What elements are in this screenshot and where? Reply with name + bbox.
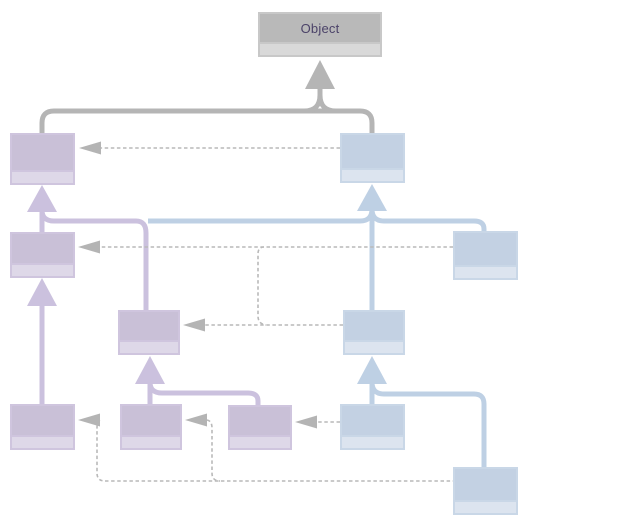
- gray-inheritance-arrowhead: [305, 60, 335, 89]
- blue-inheritance-arrowhead-middle: [357, 356, 387, 384]
- blue-inheritance-branch-left: [148, 208, 375, 224]
- node-name-compartment: Object: [260, 14, 380, 42]
- purple-inheritance-arrowhead-top: [27, 185, 57, 212]
- node-name-compartment: [122, 406, 180, 435]
- node-members-compartment: [345, 342, 403, 353]
- node-name-compartment: [120, 312, 178, 340]
- dependency-link-bottom-riser-b: [206, 419, 221, 482]
- dependency-arrowhead-row3: [183, 318, 205, 332]
- node-blue-row5[interactable]: [453, 467, 518, 515]
- node-members-compartment: [455, 502, 516, 513]
- node-blue-row2[interactable]: [453, 231, 518, 280]
- node-members-compartment: [455, 267, 516, 278]
- dependency-arrowhead-row4: [295, 415, 317, 429]
- gray-inheritance-rail: [39, 108, 375, 134]
- node-purple-row4-c[interactable]: [228, 405, 292, 450]
- node-blue-row3[interactable]: [343, 310, 405, 355]
- node-name-compartment: [345, 312, 403, 340]
- dependency-arrowhead-bottom-b: [185, 413, 207, 427]
- node-name-compartment: [12, 135, 73, 170]
- node-members-compartment: [342, 437, 403, 448]
- purple-inheritance-branch-right: [39, 209, 149, 311]
- node-purple-row4-b[interactable]: [120, 404, 182, 450]
- purple-inheritance-branch-lower-right: [147, 381, 261, 406]
- node-members-compartment: [230, 437, 290, 448]
- node-name-compartment: [230, 407, 290, 435]
- node-members-compartment: [12, 172, 73, 183]
- dependency-arrowhead-bottom-a: [78, 413, 100, 427]
- node-object[interactable]: Object: [258, 12, 382, 57]
- node-blue-row1[interactable]: [340, 133, 405, 183]
- purple-inheritance-arrowhead-middle: [135, 356, 165, 384]
- node-object-label: Object: [300, 20, 340, 36]
- blue-inheritance-branch-right: [369, 208, 487, 232]
- dependency-arrowhead-row1: [79, 141, 101, 155]
- gray-inheritance-stem-right-flare: [317, 88, 337, 114]
- node-blue-row4[interactable]: [340, 404, 405, 450]
- node-name-compartment: [342, 406, 403, 435]
- node-members-compartment: [12, 265, 73, 276]
- dependency-link-bottom-riser-a: [96, 419, 106, 482]
- dependency-link-elbow: [257, 246, 267, 326]
- dependency-arrowhead-row2: [78, 240, 100, 254]
- node-name-compartment: [12, 406, 73, 435]
- node-members-compartment: [122, 437, 180, 448]
- node-purple-row3[interactable]: [118, 310, 180, 355]
- node-purple-row2[interactable]: [10, 232, 75, 278]
- node-purple-row4-a[interactable]: [10, 404, 75, 450]
- node-members-compartment: [120, 342, 178, 353]
- node-name-compartment: [455, 469, 516, 500]
- node-members-compartment: [12, 437, 73, 448]
- blue-inheritance-branch-lower-right: [369, 381, 487, 468]
- node-name-compartment: [455, 233, 516, 265]
- node-members-compartment: [342, 170, 403, 181]
- node-name-compartment: [12, 234, 73, 263]
- node-members-compartment: [260, 44, 380, 55]
- purple-inheritance-arrowhead-left-column: [27, 278, 57, 306]
- blue-inheritance-arrowhead-top: [357, 184, 387, 211]
- node-purple-row1[interactable]: [10, 133, 75, 185]
- node-name-compartment: [342, 135, 403, 168]
